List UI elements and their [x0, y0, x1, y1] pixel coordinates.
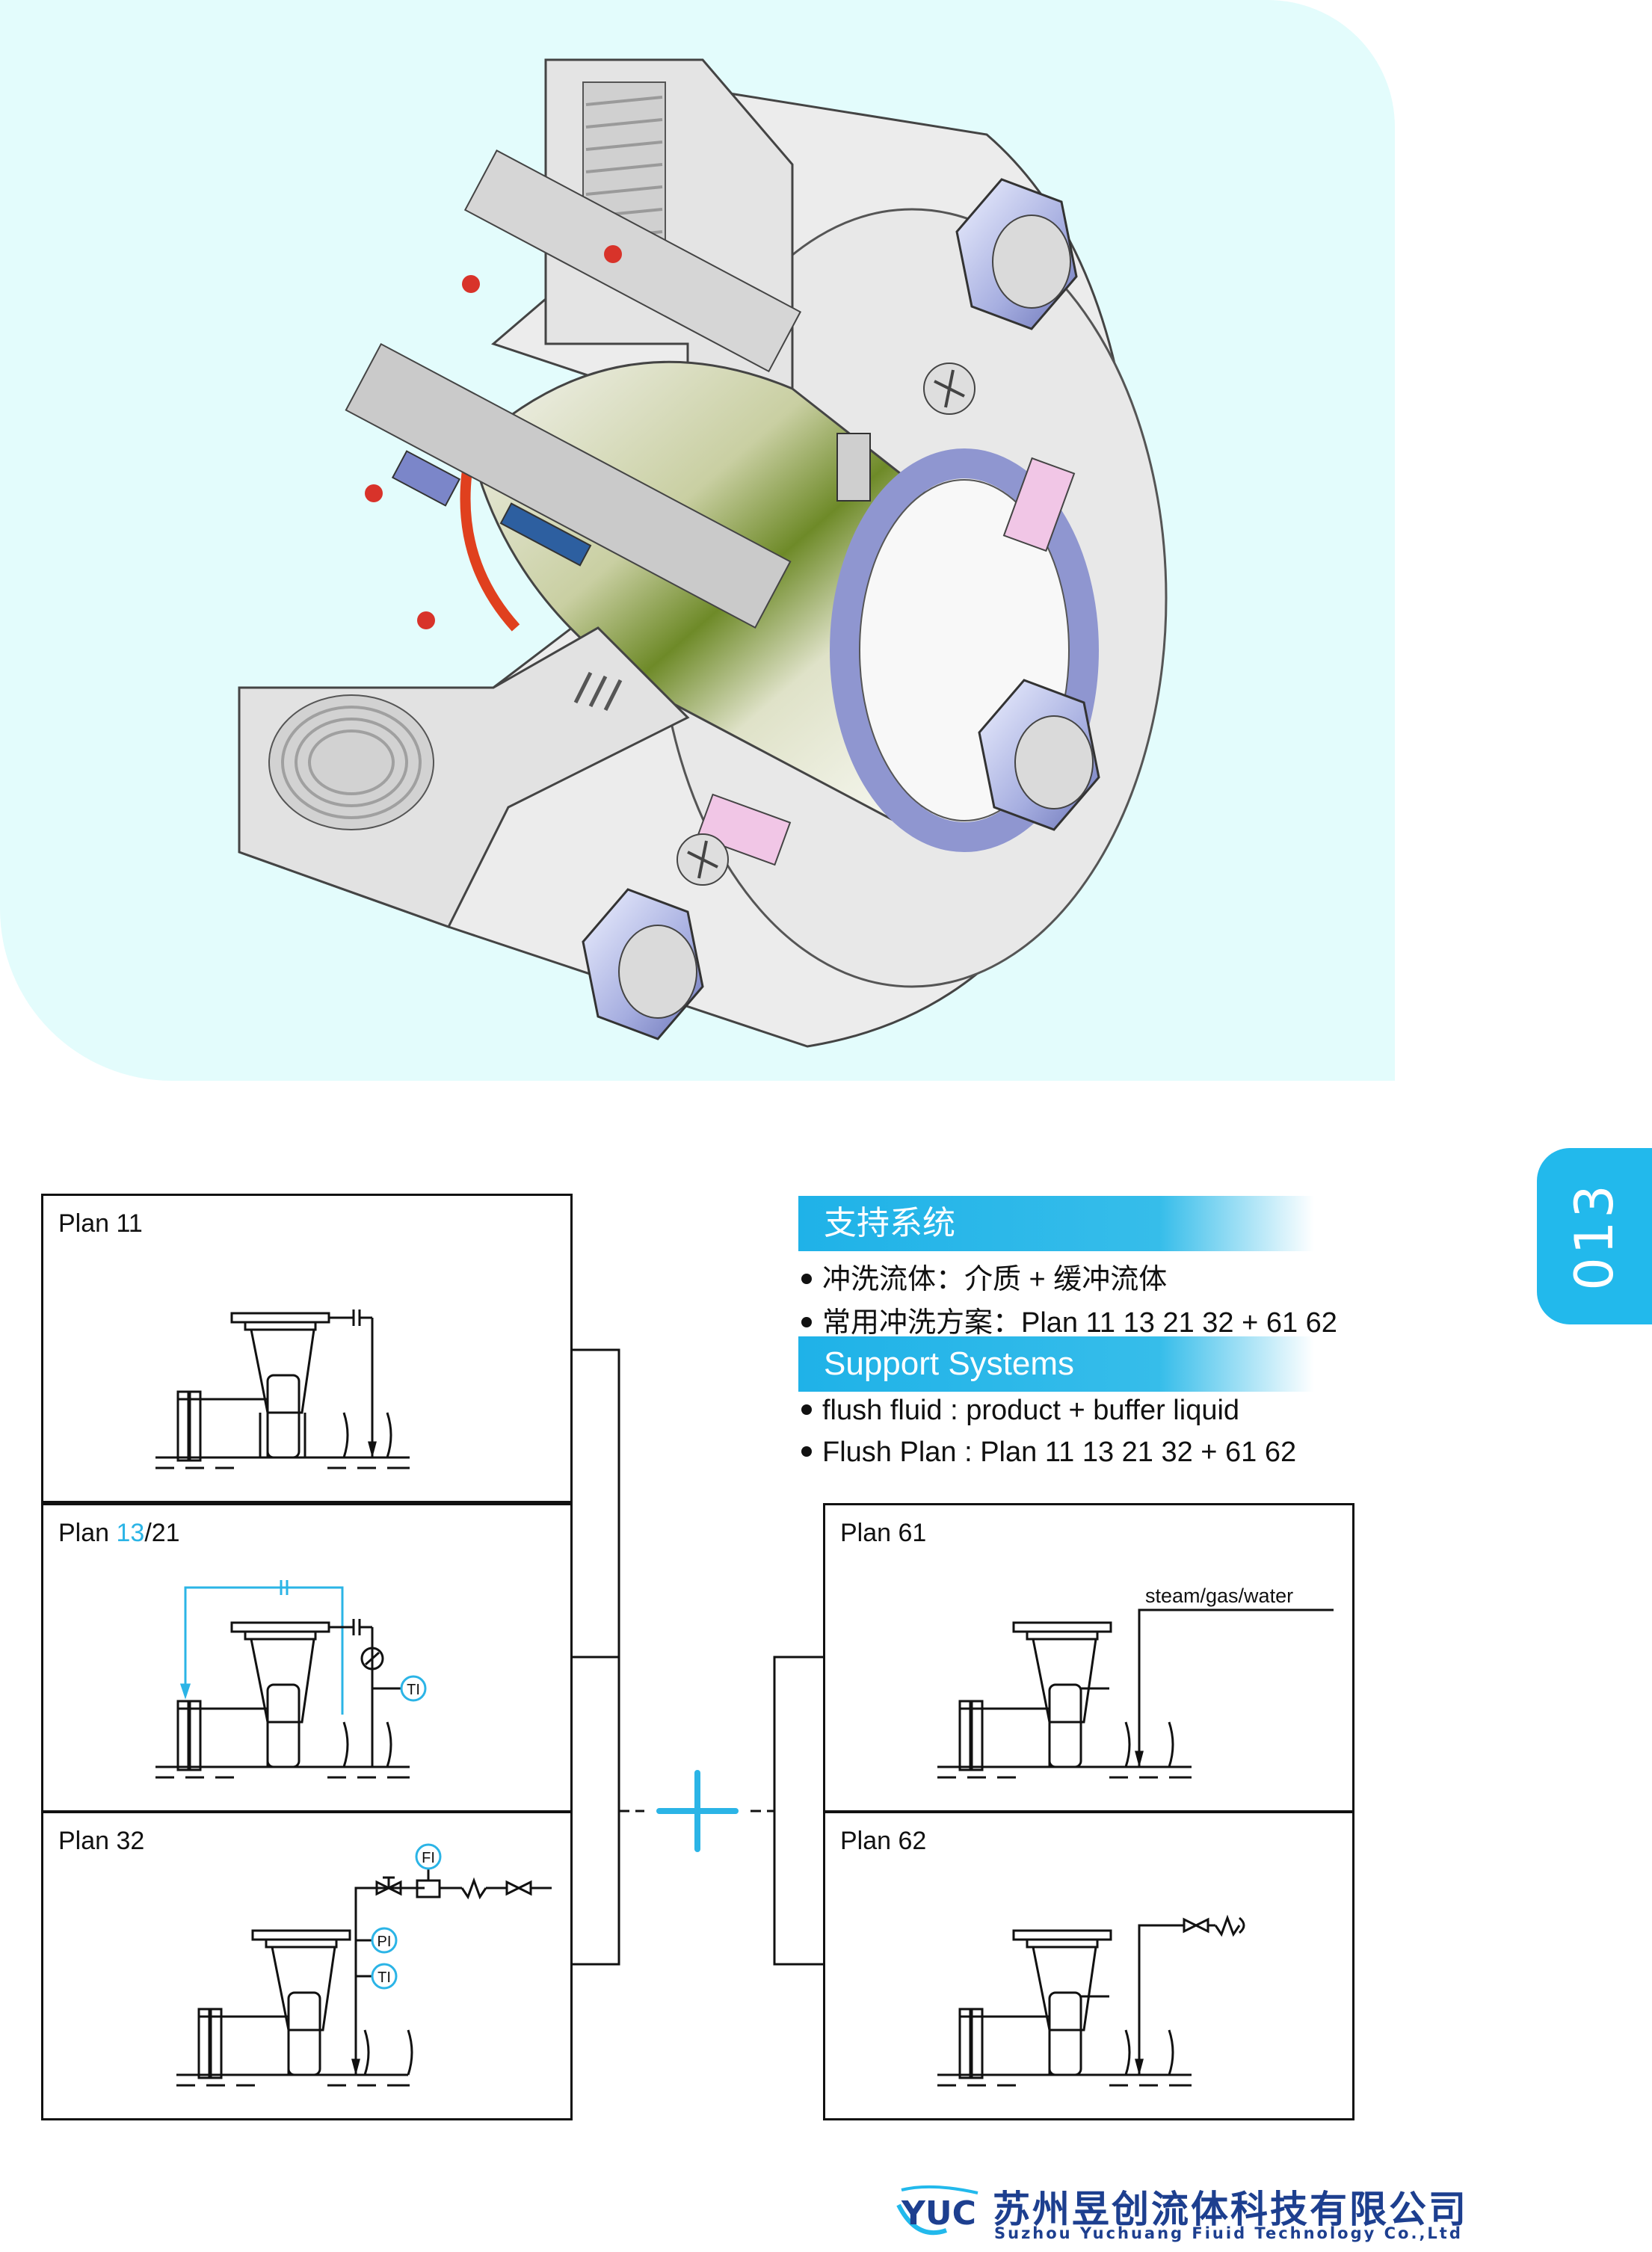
plan-61-schematic: steam/gas/water: [937, 1585, 1334, 1779]
mechanical-seal-cutaway-illustration: [238, 58, 1168, 1048]
plan-13-21-panel: Plan 13/21: [41, 1503, 573, 1813]
fi-instrument: FI: [415, 1843, 442, 1870]
plan-61-annotation: steam/gas/water: [1145, 1585, 1293, 1607]
support-cn-bullet-2: 常用冲洗方案：Plan 11 13 21 32 + 61 62: [801, 1299, 1337, 1340]
svg-text:YUC: YUC: [901, 2194, 976, 2233]
bullet-dot: [801, 1446, 812, 1457]
plan-32-schematic: FI PI TI: [176, 1843, 552, 2087]
plan-11-panel: Plan 11: [41, 1194, 573, 1503]
svg-text:TI: TI: [407, 1682, 420, 1698]
support-en-bullet-1: flush fluid : product + buffer liquid: [801, 1395, 1239, 1427]
plan-32-label: Plan 32: [58, 1827, 145, 1855]
company-name-cn: 苏州昱创流体科技有限公司: [993, 2188, 1468, 2231]
ti-instrument: TI: [371, 1963, 398, 1990]
company-footer: YUC 苏州昱创流体科技有限公司 Suzhou Yuchuang Fiuid T…: [894, 2185, 1466, 2250]
bullet-dot: [801, 1316, 812, 1327]
plan-62-panel: Plan 62: [823, 1811, 1354, 2120]
support-heading-cn: 支持系统: [798, 1196, 1314, 1251]
company-logo: YUC: [896, 2185, 978, 2236]
plan-61-label: Plan 61: [840, 1519, 927, 1547]
plan-32-panel: Plan 32: [41, 1811, 573, 2120]
plan-11-schematic: [155, 1309, 410, 1469]
bullet-dot: [801, 1273, 812, 1284]
support-en-bullet-2: Flush Plan : Plan 11 13 21 32 + 61 62: [801, 1437, 1296, 1469]
page-number-tab: 013: [1537, 1148, 1652, 1324]
plan-62-label: Plan 62: [840, 1827, 927, 1855]
plan-13-21-label: Plan 13/21: [58, 1519, 180, 1547]
support-heading-en: Support Systems: [798, 1336, 1314, 1392]
company-name-en: Suzhou Yuchuang Fiuid Technology Co.,Ltd: [994, 2224, 1463, 2242]
plus-sign: [656, 1770, 739, 1852]
plan-62-schematic: [937, 1914, 1245, 2087]
support-cn-bullet-1: 冲洗流体：介质 + 缓冲流体: [801, 1256, 1167, 1297]
svg-text:PI: PI: [377, 1934, 392, 1950]
pi-instrument: PI: [371, 1927, 398, 1954]
plan-11-label: Plan 11: [58, 1209, 143, 1238]
ti-instrument: TI: [400, 1675, 427, 1702]
svg-text:TI: TI: [377, 1969, 391, 1986]
bullet-dot: [801, 1404, 812, 1415]
svg-text:FI: FI: [422, 1850, 435, 1866]
plan-61-panel: Plan 61 steam/gas/water: [823, 1503, 1354, 1813]
plan-13-21-schematic: TI: [155, 1580, 427, 1779]
